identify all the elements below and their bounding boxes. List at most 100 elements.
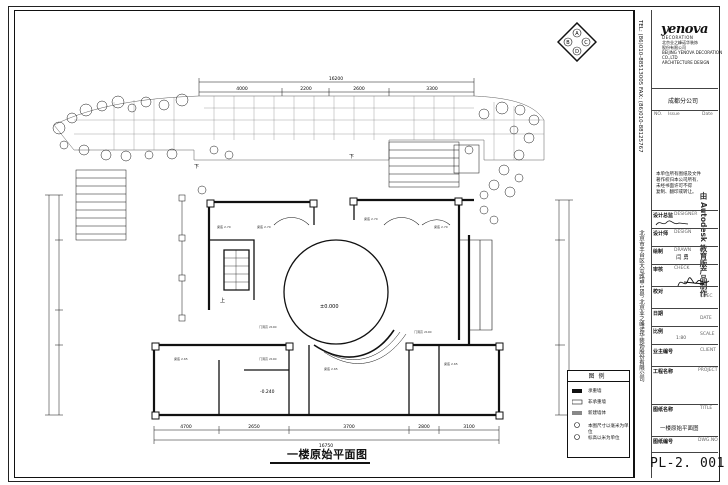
row-client bbox=[652, 344, 718, 366]
legend-item-4: 本图尺寸以毫米为单位 bbox=[588, 424, 629, 435]
label-title-en: TITLE bbox=[700, 406, 713, 411]
shrubs bbox=[52, 93, 540, 225]
label-up-1: 上 bbox=[220, 297, 225, 304]
address-text: 北京市丰台区大屯路甲18号 北京业之峰诺华装饰股份有限公司 bbox=[638, 230, 644, 382]
dim-bottom-4: 2800 bbox=[418, 424, 430, 430]
label-check: 审核 bbox=[653, 267, 664, 273]
window-arches bbox=[273, 217, 493, 331]
signature-designer-director bbox=[655, 220, 689, 226]
branch-row bbox=[652, 88, 718, 110]
dim-total-bottom: 16750 bbox=[319, 443, 333, 449]
label-down-1: 下 bbox=[349, 154, 354, 160]
copyright-note: 本单位所有图纸及文件 著作权归本公司所有, 未经书面许可不得 复制、翻印或转让。 bbox=[656, 172, 701, 196]
label-down-2: 下 bbox=[194, 164, 199, 170]
outer-frame bbox=[8, 6, 720, 482]
floor-plan-drawing: 16200 4000 2200 2600 3300 bbox=[45, 76, 573, 449]
legend-title: 图例 bbox=[568, 372, 629, 382]
top-dimensions bbox=[198, 78, 475, 96]
dim-bottom-2: 2650 bbox=[248, 424, 260, 430]
row-date bbox=[652, 308, 718, 326]
logo-letter-a: A bbox=[575, 31, 579, 37]
autodesk-watermark: 由 Autodesk 教育版产品制作 bbox=[699, 192, 708, 298]
label-date: 日期 bbox=[653, 311, 664, 317]
note-line-2: 著作权归本公司所有, bbox=[656, 178, 698, 183]
interior-stair bbox=[224, 250, 249, 290]
dim-total-top: 16200 bbox=[329, 76, 343, 82]
label-drawn-en: DRAWN bbox=[674, 248, 692, 253]
drawing-number: PL-2. 001 bbox=[650, 456, 725, 471]
svg-text:梁底 2.70: 梁底 2.70 bbox=[257, 224, 271, 229]
svg-text:梁底 2.65: 梁底 2.65 bbox=[174, 356, 188, 361]
label-proof: 校对 bbox=[653, 289, 664, 295]
company-info: 北京业之峰诺华装饰 股份有限公司 BEIJING YENOVA DECORATI… bbox=[662, 40, 728, 65]
label-scale: 比例 bbox=[653, 329, 664, 335]
revision-date-label: Date bbox=[702, 112, 713, 117]
revision-row bbox=[652, 110, 718, 124]
elevation-main: ±0.000 bbox=[320, 304, 339, 310]
label-client: 业主编号 bbox=[653, 349, 674, 355]
label-client-en: CLIENT bbox=[700, 348, 716, 353]
revision-no-label: NO. bbox=[654, 112, 663, 117]
company-seal-logo: A B C D bbox=[557, 22, 597, 62]
company-name-en: BEIJING YENOVA DECORATION CO.,LTD bbox=[662, 50, 723, 60]
legend-item-5: 标高以米为单位 bbox=[588, 436, 620, 441]
right-terrace-stairs bbox=[388, 141, 480, 188]
dim-top-3: 2600 bbox=[353, 86, 365, 92]
phone-fax-text: TEL: (86)010-88513005 FAX: (86)010-88125… bbox=[637, 20, 643, 153]
note-line-3: 未经书面许可不得 bbox=[656, 184, 692, 189]
row-dwg-no bbox=[652, 436, 718, 452]
legend-item-2: 非承重墙 bbox=[588, 400, 606, 405]
brand-wordmark: yenova bbox=[661, 22, 708, 37]
legend-item-3: 新建墙体 bbox=[588, 411, 606, 416]
row-title bbox=[652, 404, 718, 436]
circular-hall bbox=[283, 239, 407, 364]
label-proof-en: CHEC bbox=[700, 294, 713, 299]
label-designer-director: 设计总监 bbox=[653, 213, 674, 219]
dim-top-1: 4000 bbox=[236, 86, 248, 92]
interior-walls bbox=[209, 200, 440, 415]
signature-proof bbox=[677, 277, 710, 287]
exterior-walls bbox=[152, 198, 501, 417]
branch-name: 成都分公司 bbox=[668, 98, 699, 105]
note-line-1: 本单位所有图纸及文件 bbox=[656, 172, 701, 177]
label-title: 图纸名称 bbox=[653, 407, 674, 413]
label-designer-director-en: DESIGNER bbox=[674, 212, 698, 217]
revision-issue-label: Issue bbox=[668, 112, 680, 117]
svg-text:门洞高 2100: 门洞高 2100 bbox=[259, 356, 277, 361]
drawing-title: 一楼原始平面图 bbox=[287, 448, 368, 461]
label-designer-en: DESIGN bbox=[674, 230, 692, 235]
left-dimensions bbox=[45, 194, 63, 416]
svg-text:梁底 2.70: 梁底 2.70 bbox=[217, 224, 231, 229]
legend-symbols bbox=[572, 389, 583, 440]
label-project: 工程名称 bbox=[653, 369, 674, 375]
title-underline bbox=[270, 462, 370, 464]
label-designer: 设计师 bbox=[653, 231, 669, 237]
title-block bbox=[634, 10, 720, 478]
row-check bbox=[652, 264, 718, 286]
row-designer bbox=[652, 228, 718, 246]
logo-letter-b: B bbox=[566, 40, 570, 46]
dim-bottom-5: 3100 bbox=[463, 424, 475, 430]
title-block-side-strip bbox=[634, 10, 652, 478]
label-scale-en: SCALE bbox=[700, 332, 715, 337]
left-stairs bbox=[75, 169, 127, 241]
dim-bottom-1: 4700 bbox=[180, 424, 192, 430]
dim-top-4: 3300 bbox=[426, 86, 438, 92]
row-project bbox=[652, 366, 718, 404]
label-date-en: DATE bbox=[700, 316, 712, 321]
svg-text:梁底 2.65: 梁底 2.65 bbox=[444, 361, 458, 366]
company-name-cn: 北京业之峰诺华装饰 bbox=[662, 40, 698, 45]
label-dwg-no-en: DWG.NO bbox=[698, 438, 718, 443]
note-line-4: 复制、翻印或转让。 bbox=[656, 190, 697, 195]
scale-value: 1:80 bbox=[676, 336, 687, 341]
legend-item-1: 承重墙 bbox=[588, 389, 602, 394]
label-dwg-no: 图纸编号 bbox=[653, 439, 674, 445]
drawn-by-value: 闫 勇 bbox=[676, 255, 689, 261]
logo-letter-c: C bbox=[584, 40, 588, 46]
corner-columns bbox=[151, 197, 504, 420]
left-colonnade bbox=[178, 194, 186, 322]
garden-paving bbox=[53, 95, 545, 161]
dim-bottom-3: 3700 bbox=[343, 424, 355, 430]
